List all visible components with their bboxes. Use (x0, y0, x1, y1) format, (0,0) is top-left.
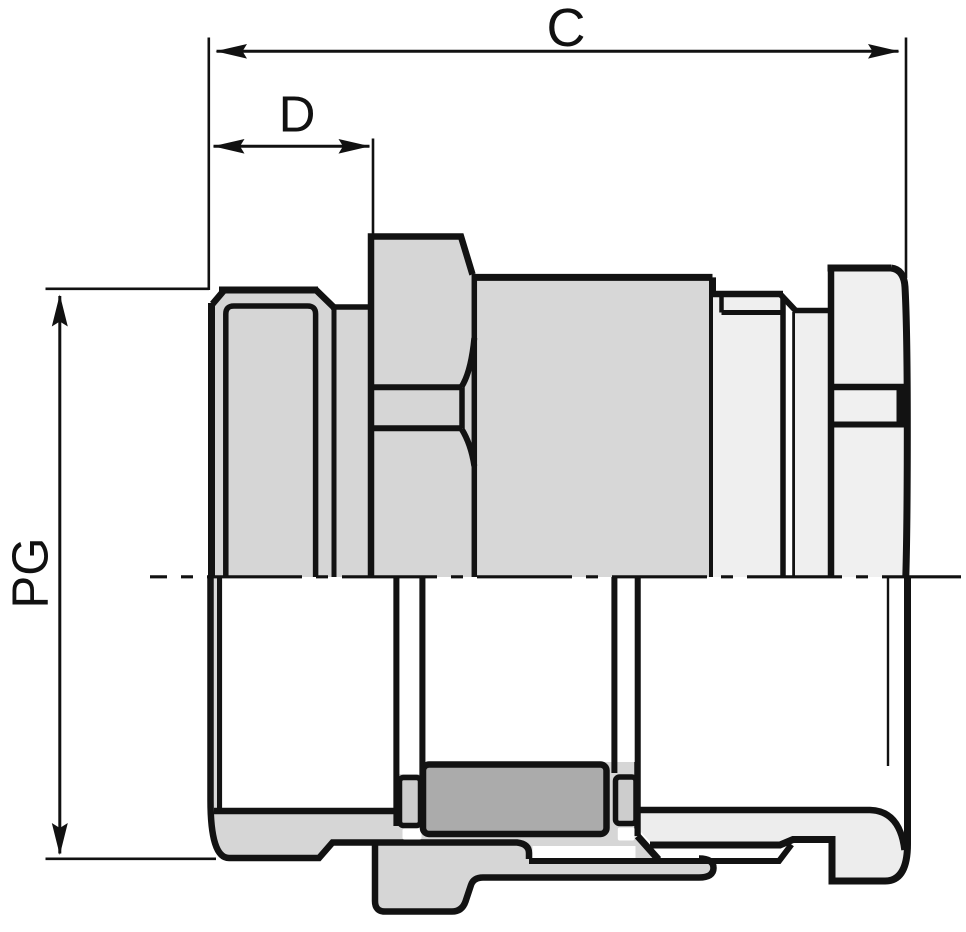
svg-text:PG: PG (2, 538, 59, 609)
svg-text:D: D (279, 86, 316, 143)
svg-text:C: C (547, 0, 586, 58)
